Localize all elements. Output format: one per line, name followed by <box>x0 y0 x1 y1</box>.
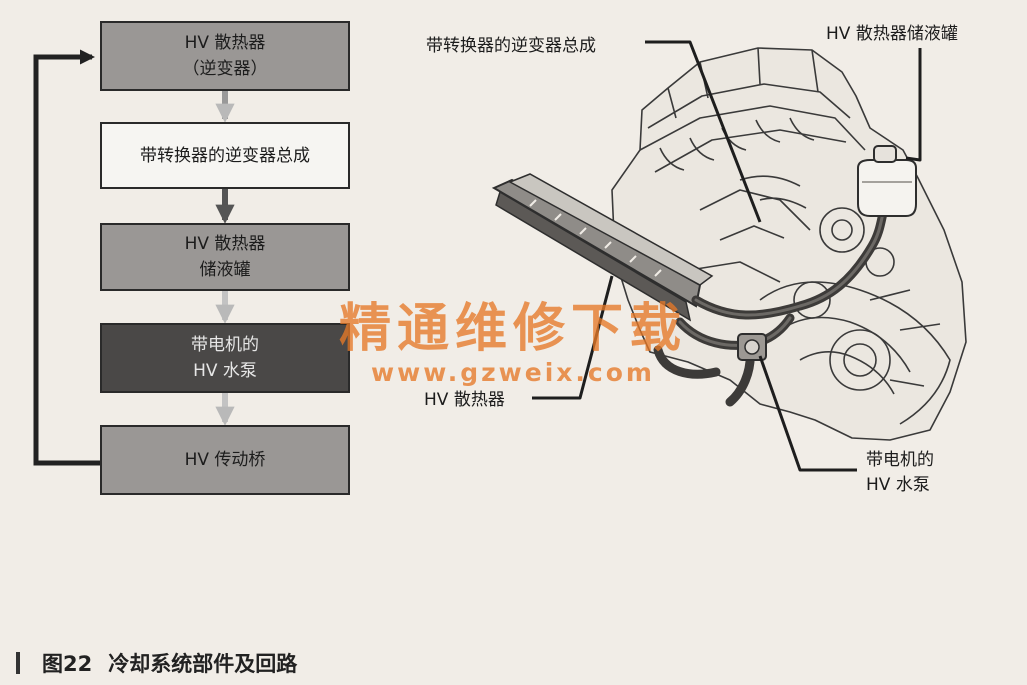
leader-pump <box>758 355 857 472</box>
label-reservoir-text: HV 散热器储液罐 <box>826 24 958 44</box>
label-inverter-text: 带转换器的逆变器总成 <box>426 36 596 56</box>
flow-box-3-line1: HV 散热器 <box>184 234 266 254</box>
watermark-url: www.gzweix.com <box>371 358 655 387</box>
watermark: 精通维修下载 www.gzweix.com <box>338 300 688 388</box>
figure-caption: 图22 冷却系统部件及回路 <box>16 648 297 678</box>
flow-box-water-pump: 带电机的 HV 水泵 <box>100 323 350 393</box>
flow-box-1-line1: HV 散热器 <box>184 33 266 53</box>
flow-box-5-line1: HV 传动桥 <box>184 450 266 470</box>
label-radiator: HV 散热器 <box>424 388 505 413</box>
flow-box-hv-radiator: HV 散热器 （逆变器） <box>100 21 350 91</box>
return-loop-arrow <box>33 49 100 466</box>
flow-box-3-line2: 储液罐 <box>199 260 251 280</box>
label-water-pump: 带电机的 HV 水泵 <box>866 448 934 498</box>
flow-box-reservoir: HV 散热器 储液罐 <box>100 223 350 291</box>
flow-box-inverter-assembly: 带转换器的逆变器总成 <box>100 122 350 189</box>
caption-bar <box>16 652 20 674</box>
label-pump-line2: HV 水泵 <box>866 475 930 495</box>
watermark-chinese: 精通维修下载 <box>338 298 687 359</box>
flow-box-4-line2: HV 水泵 <box>193 361 257 381</box>
leader-radiator <box>532 275 614 400</box>
leader-inverter <box>645 40 762 223</box>
hose-drop <box>653 345 721 379</box>
flow-box-2-line1: 带转换器的逆变器总成 <box>140 145 310 166</box>
flow-box-transaxle: HV 传动桥 <box>100 425 350 495</box>
label-pump-line1: 带电机的 <box>866 450 934 470</box>
water-pump-part <box>737 333 767 361</box>
flow-box-4-line1: 带电机的 <box>191 335 259 355</box>
caption-title: 冷却系统部件及回路 <box>108 652 298 676</box>
flow-box-1-line2: （逆变器） <box>182 59 268 79</box>
leader-reservoir <box>905 48 922 162</box>
label-radiator-text: HV 散热器 <box>424 390 505 410</box>
hv-radiator-part <box>491 173 714 322</box>
reservoir-tank-part <box>857 145 917 217</box>
label-inverter-assembly: 带转换器的逆变器总成 <box>426 34 596 59</box>
caption-number: 图22 <box>42 652 93 676</box>
label-reservoir: HV 散热器储液罐 <box>826 22 958 47</box>
